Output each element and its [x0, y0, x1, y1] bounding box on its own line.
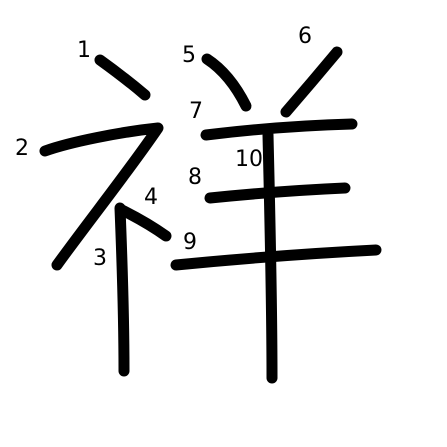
- stroke-number-8: 8: [188, 165, 202, 190]
- stroke-5: [201, 53, 252, 112]
- stroke-number-2: 2: [15, 136, 29, 161]
- stroke-3: [114, 202, 130, 377]
- stroke-number-7: 7: [189, 99, 203, 124]
- stroke-6: [280, 46, 343, 118]
- stroke-7: [200, 118, 358, 141]
- stroke-8: [204, 182, 351, 204]
- stroke-2: [39, 122, 164, 271]
- stroke-number-3: 3: [93, 246, 107, 271]
- stroke-number-6: 6: [298, 24, 312, 49]
- stroke-9: [170, 244, 382, 271]
- stroke-1: [94, 54, 151, 101]
- stroke-10: [262, 129, 278, 384]
- stroke-number-1: 1: [77, 38, 91, 63]
- stroke-number-4: 4: [144, 185, 158, 210]
- stroke-number-10: 10: [235, 147, 263, 172]
- stroke-number-9: 9: [183, 230, 197, 255]
- stroke-number-5: 5: [182, 43, 196, 68]
- stroke-4: [116, 204, 172, 242]
